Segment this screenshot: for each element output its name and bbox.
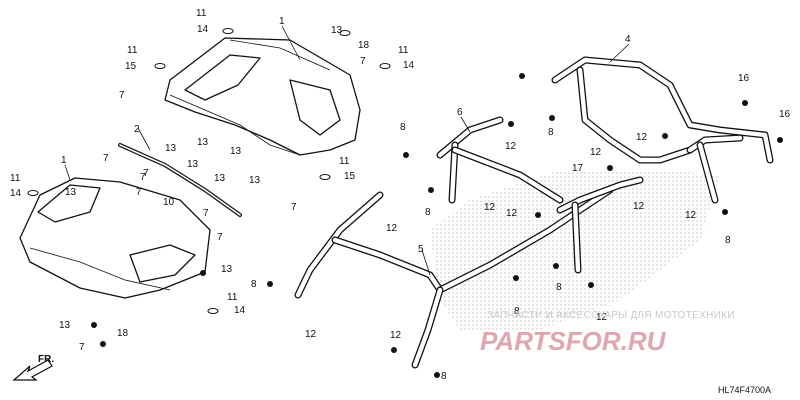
callout-12d: 12 [484, 202, 496, 213]
callout-13h: 13 [65, 187, 77, 198]
front-arrow-label: FR. [38, 354, 54, 365]
callout-12j: 12 [390, 330, 402, 341]
callout-15a: 15 [125, 61, 137, 72]
callout-12c: 12 [636, 132, 648, 143]
callout-4: 4 [625, 34, 631, 45]
front-roll-bar [294, 176, 644, 369]
callout-7e: 7 [140, 172, 146, 183]
callout-14d: 14 [234, 305, 246, 316]
callout-12g: 12 [685, 210, 697, 221]
callout-14b: 14 [403, 60, 415, 71]
diagram-code: HL74F4700A [718, 385, 771, 395]
callout-7j: 7 [143, 168, 149, 179]
callout-11c: 11 [398, 45, 409, 56]
callout-7b: 7 [360, 56, 366, 67]
watermark-subtitle: ЗАПЧАСТИ И АКСЕССУАРЫ ДЛЯ МОТОТЕХНИКИ [487, 310, 735, 321]
callout-13i: 13 [221, 264, 233, 275]
callout-13f: 13 [214, 173, 226, 184]
callout-8f: 8 [441, 371, 447, 382]
callout-10: 10 [163, 197, 175, 208]
callout-8a: 8 [400, 122, 406, 133]
callout-16b: 16 [779, 109, 791, 120]
callout-13d: 13 [187, 159, 199, 170]
callout-12f: 12 [386, 223, 398, 234]
middle-roll-bar [436, 116, 564, 204]
callout-18a: 18 [358, 40, 370, 51]
callout-12a: 12 [505, 141, 517, 152]
callout-15b: 15 [344, 171, 356, 182]
callout-13b: 13 [165, 143, 177, 154]
callout-7g: 7 [203, 208, 209, 219]
callout-11b: 11 [127, 45, 138, 56]
callout-8g: 8 [514, 306, 520, 317]
callout-5: 5 [418, 244, 424, 255]
callout-3: 1 [279, 16, 285, 27]
watermark-logo: PARTSFOR.RU [480, 326, 667, 356]
callout-12k: 12 [596, 312, 608, 323]
callout-13g: 13 [249, 175, 261, 186]
callout-7d: 7 [103, 153, 109, 164]
callout-11d: 11 [339, 156, 350, 167]
callout-18b: 18 [117, 328, 129, 339]
callout-11e: 11 [10, 173, 21, 184]
callout-13c: 13 [197, 137, 209, 148]
callout-8h: 8 [556, 282, 562, 293]
fasteners [27, 28, 783, 378]
callout-7h: 7 [217, 232, 223, 243]
callout-14c: 14 [10, 188, 22, 199]
callout-12h: 12 [633, 201, 645, 212]
seal-strip [118, 143, 242, 217]
callout-7f: 7 [136, 187, 142, 198]
callout-8d: 8 [251, 279, 257, 290]
roof-panel [164, 37, 361, 156]
callout-16a: 16 [738, 73, 750, 84]
callout-7c: 7 [291, 202, 297, 213]
callout-11f: 11 [227, 292, 238, 303]
callout-14a: 14 [197, 24, 209, 35]
callout-12b: 12 [590, 147, 602, 158]
callout-11a: 11 [196, 8, 207, 19]
callout-17: 17 [572, 163, 584, 174]
callout-6: 6 [457, 107, 463, 118]
callout-2: 2 [134, 124, 140, 135]
callout-8c: 8 [425, 207, 431, 218]
callout-8b: 8 [548, 127, 554, 138]
callout-7i: 7 [79, 342, 85, 353]
callout-13a: 13 [331, 25, 343, 36]
callout-1: 1 [61, 155, 67, 166]
callout-7a: 7 [119, 90, 125, 101]
callout-12e: 12 [506, 208, 518, 219]
rear-roll-bar [551, 56, 774, 204]
callout-8e: 8 [725, 235, 731, 246]
front-arrow: FR. [12, 354, 54, 381]
callout-13e: 13 [230, 146, 242, 157]
leader-lines [64, 25, 630, 276]
hood-panel [19, 177, 211, 299]
callout-13j: 13 [59, 320, 71, 331]
callout-12i: 12 [305, 329, 317, 340]
